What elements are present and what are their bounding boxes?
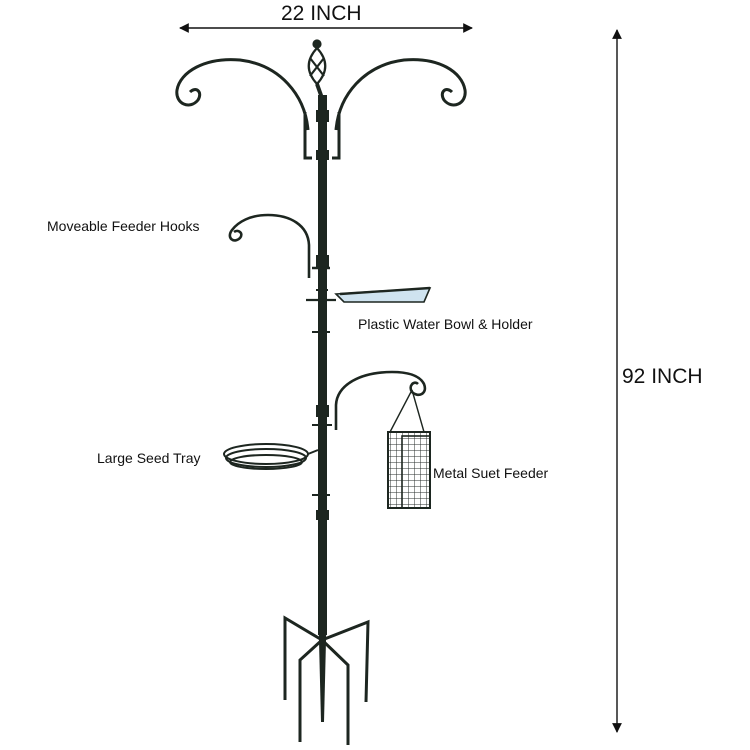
large-seed-tray xyxy=(223,443,319,470)
water-bowl-holder xyxy=(306,286,432,303)
pole-brackets xyxy=(312,289,332,496)
metal-suet-feeder xyxy=(387,431,431,509)
moveable-feeder-hook xyxy=(228,213,330,278)
base-stake-legs xyxy=(283,615,370,745)
seed-tray-label: Large Seed Tray xyxy=(97,450,201,466)
finial xyxy=(307,39,327,99)
feeder-hooks-label: Moveable Feeder Hooks xyxy=(47,218,200,234)
height-label: 92 INCH xyxy=(622,365,703,388)
suet-feeder-label: Metal Suet Feeder xyxy=(433,465,549,481)
top-hooks xyxy=(175,58,467,160)
main-pole xyxy=(316,95,329,722)
suet-feeder-hook xyxy=(334,370,427,433)
water-bowl-label: Plastic Water Bowl & Holder xyxy=(358,316,533,332)
width-label: 22 INCH xyxy=(281,2,362,25)
